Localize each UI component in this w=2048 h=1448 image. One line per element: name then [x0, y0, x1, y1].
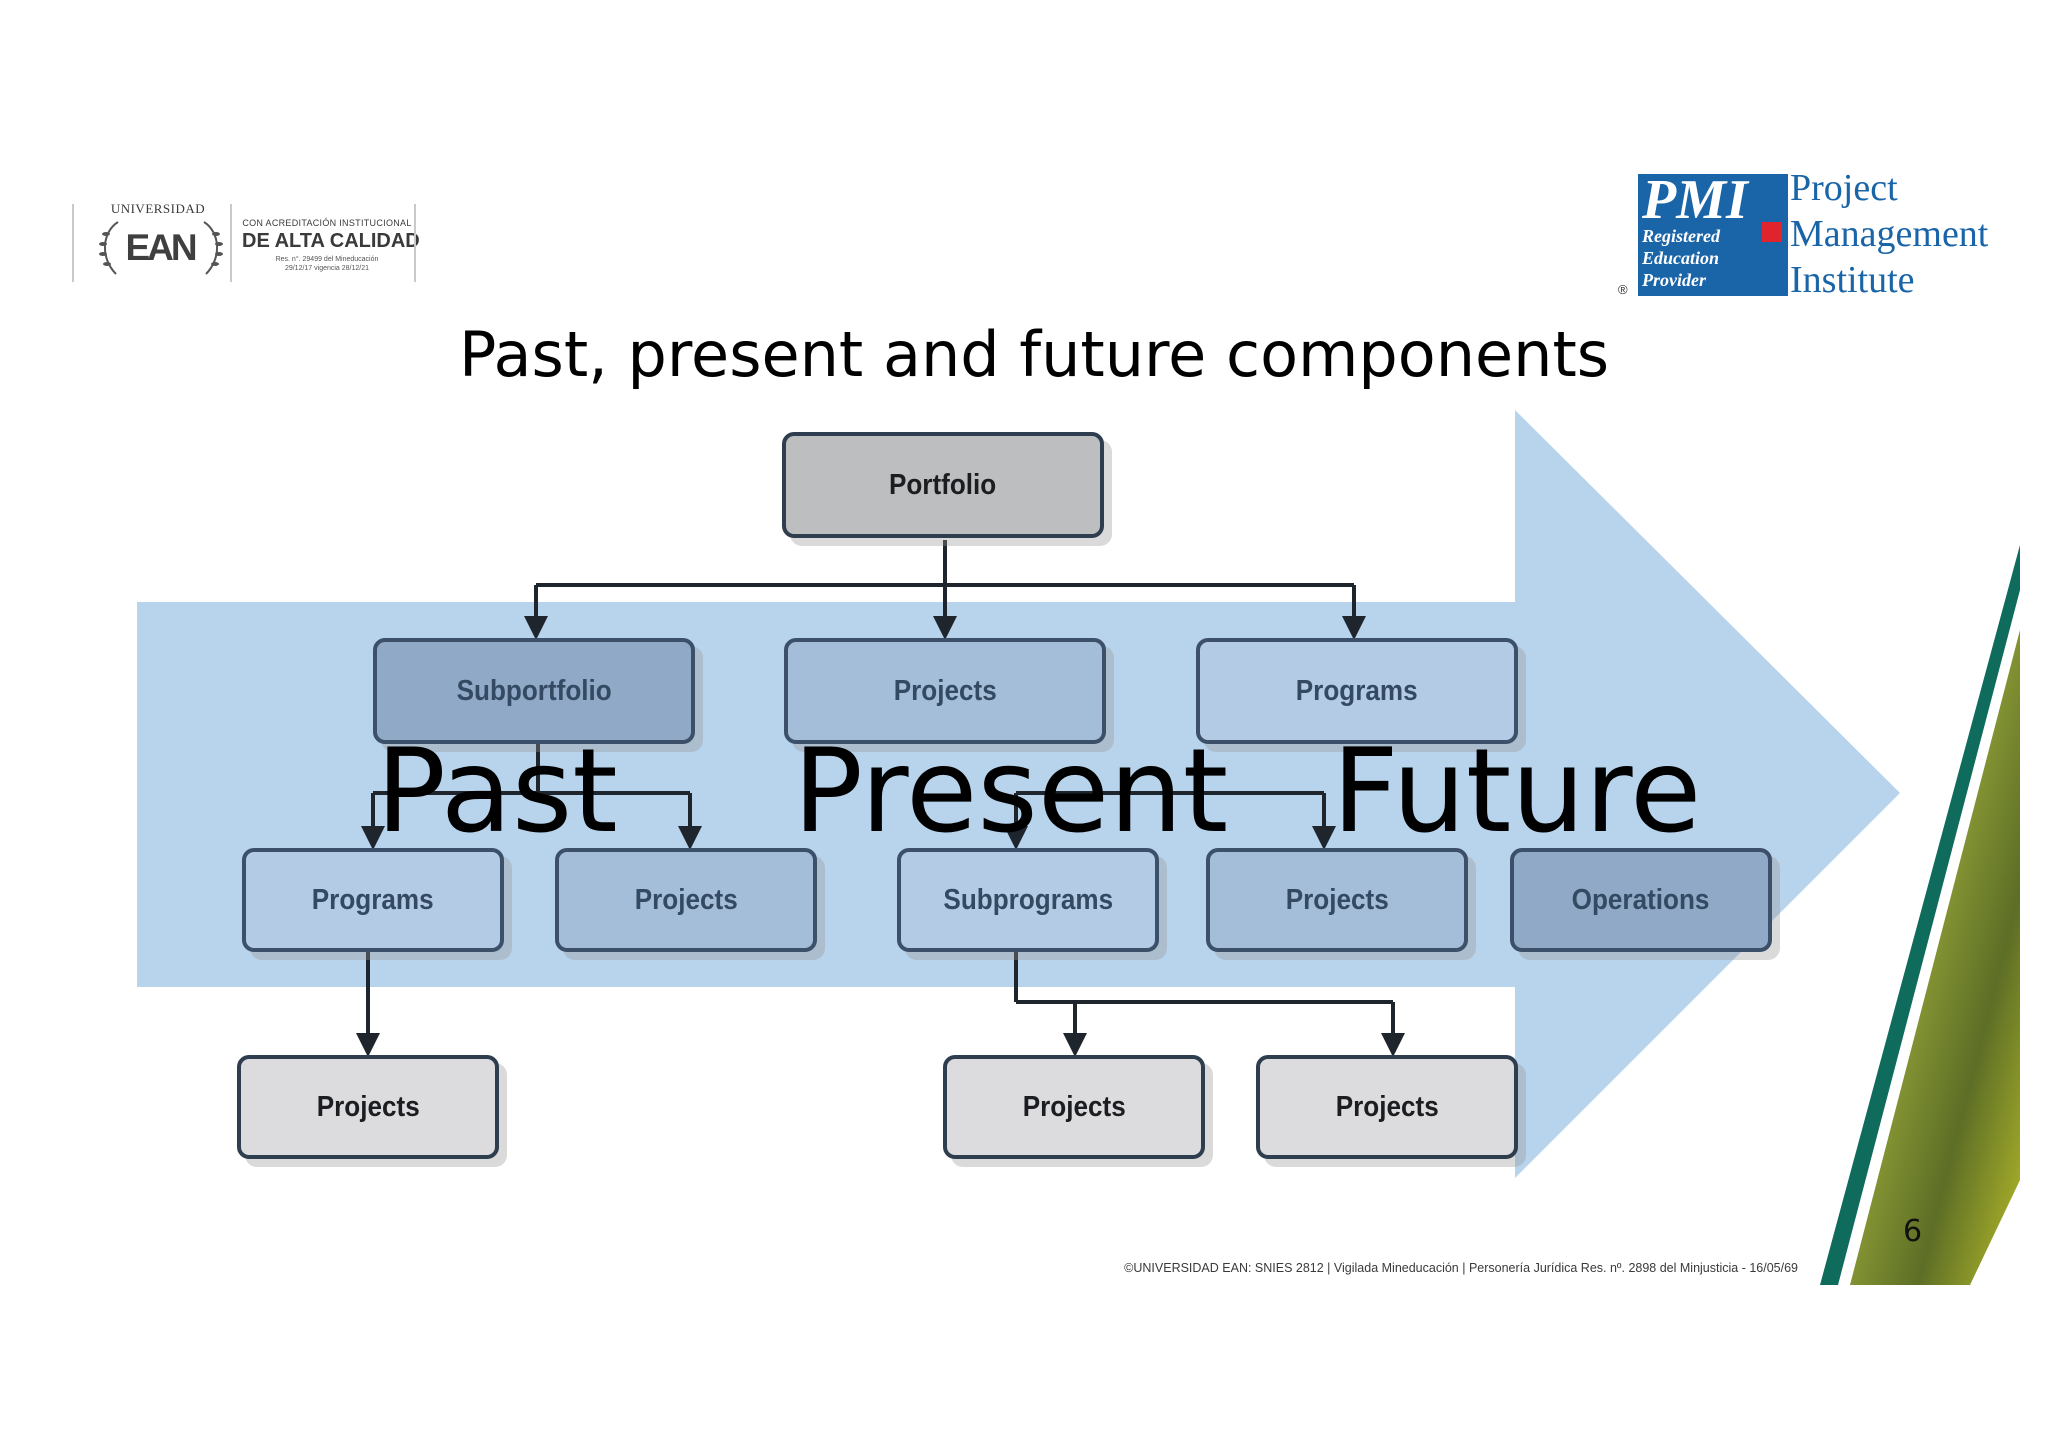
programs-box: Programs	[242, 848, 504, 952]
projects-box: Projects	[555, 848, 817, 952]
operations-box: Operations	[1510, 848, 1772, 952]
programs-label: Programs	[1296, 674, 1418, 707]
logo-divider	[230, 204, 232, 282]
footer-copyright: ©UNIVERSIDAD EAN: SNIES 2812 | Vigilada …	[1124, 1261, 1798, 1275]
pmi-mark: PMI	[1642, 169, 1748, 231]
projects-box: Projects	[784, 638, 1106, 744]
ean-wordmark: EAN	[125, 227, 197, 268]
pmi-education-text: Education	[1642, 248, 1720, 268]
subportfolio-box: Subportfolio	[373, 638, 695, 744]
projects-label: Projects	[1335, 1090, 1439, 1123]
ean-university-label: UNIVERSIDAD	[110, 201, 206, 216]
projects-box: Projects	[1206, 848, 1468, 952]
accreditation-line: CON ACREDITACIÓN INSTITUCIONAL	[242, 218, 412, 228]
era-label-past: Past	[376, 724, 618, 859]
pmi-word-management: Management	[1790, 213, 1989, 255]
logo-divider	[72, 204, 74, 282]
accreditation-resolution-line: Res. n°. 29499 del Mineducación	[275, 256, 379, 263]
portfolio-box: Portfolio	[782, 432, 1104, 538]
subportfolio-label: Subportfolio	[456, 674, 612, 707]
projects-label: Projects	[634, 883, 738, 916]
teal-stripe	[1820, 545, 2020, 1285]
projects-label: Projects	[316, 1090, 420, 1123]
registered-symbol: ®	[1618, 282, 1628, 297]
green-leaf-stripe	[1850, 630, 2020, 1285]
projects-box: Projects	[943, 1055, 1205, 1159]
subprograms-box: Subprograms	[897, 848, 1159, 952]
ean-university-logo: UNIVERSIDAD EAN CON ACREDITACIÓN INSTITU…	[72, 201, 420, 282]
projects-label: Projects	[893, 674, 997, 707]
logo-divider	[414, 204, 416, 282]
projects-box: Projects	[237, 1055, 499, 1159]
portfolio-label: Portfolio	[889, 468, 997, 501]
page-number: 6	[1903, 1214, 1923, 1249]
subprograms-label: Subprograms	[943, 883, 1113, 916]
era-label-future: Future	[1332, 724, 1702, 859]
pmi-provider-text: Provider	[1642, 270, 1706, 290]
laurel-right-icon	[203, 221, 223, 275]
operations-label: Operations	[1572, 883, 1710, 916]
programs-box: Programs	[1196, 638, 1518, 744]
pmi-word-project: Project	[1790, 167, 1898, 209]
programs-label: Programs	[312, 883, 434, 916]
pmi-registered-text: Registered	[1642, 226, 1720, 246]
era-label-present: Present	[793, 724, 1229, 859]
accreditation-validity-line: 29/12/17 vigencia 28/12/21	[284, 265, 370, 272]
pmi-word-institute: Institute	[1790, 259, 1915, 301]
pmi-registered-education-provider-logo: PMI Registered Education Provider ® Proj…	[1618, 164, 2018, 304]
projects-label: Projects	[1022, 1090, 1126, 1123]
projects-label: Projects	[1285, 883, 1389, 916]
pmi-red-square	[1762, 222, 1782, 242]
accreditation-resolution: Res. n°. 29499 del Mineducación 29/12/17…	[242, 255, 412, 273]
slide-title: Past, present and future components	[458, 318, 1610, 391]
projects-box: Projects	[1256, 1055, 1518, 1159]
laurel-left-icon	[99, 221, 119, 275]
accreditation-title: DE ALTA CALIDAD	[242, 230, 420, 252]
